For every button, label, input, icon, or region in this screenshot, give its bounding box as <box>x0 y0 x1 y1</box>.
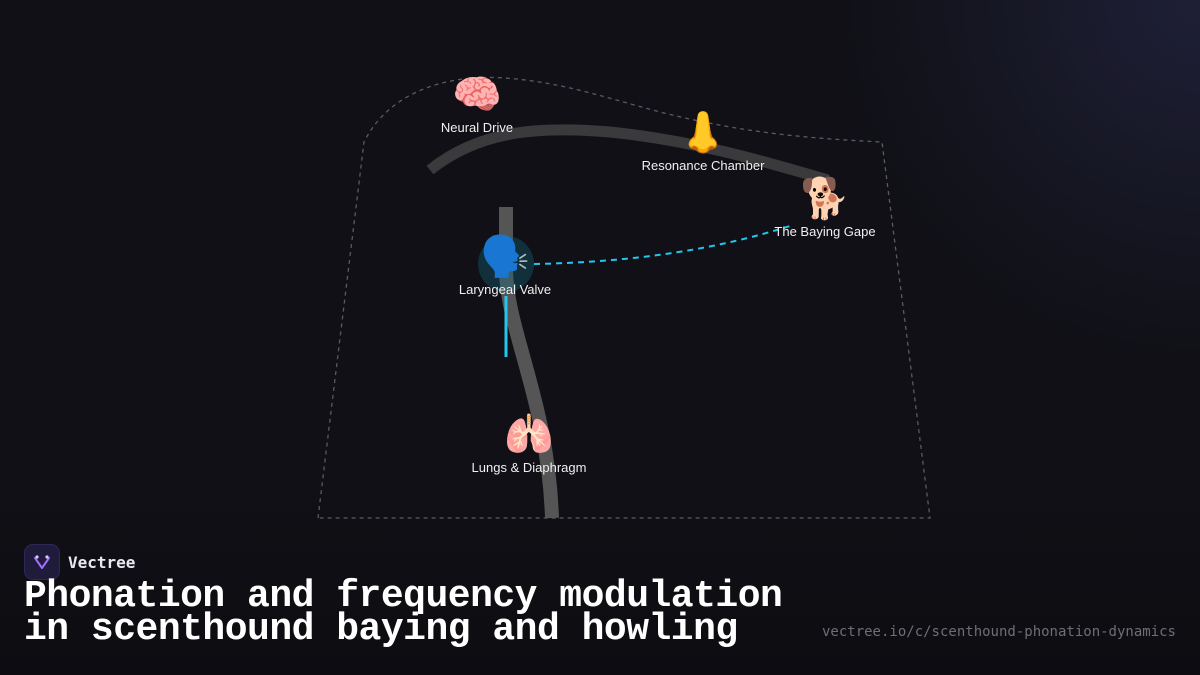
upper-tract-path <box>426 124 830 186</box>
vectree-logo-icon <box>24 544 60 580</box>
lungs-icon: 🫁 <box>504 413 554 457</box>
node-neural-drive[interactable]: 🧠 Neural Drive <box>441 72 513 135</box>
node-baying-gape[interactable]: 🐕 The Baying Gape <box>774 176 875 239</box>
trachea-path <box>499 207 559 519</box>
nose-icon: 👃 <box>678 111 728 155</box>
node-label: Lungs & Diaphragm <box>471 460 587 475</box>
head-outline <box>317 76 931 519</box>
node-laryngeal-valve[interactable]: 🗣️ Laryngeal Valve <box>459 234 551 297</box>
brand: Vectree <box>24 544 135 580</box>
brand-name: Vectree <box>68 552 136 572</box>
node-resonance-chamber[interactable]: 👃 Resonance Chamber <box>642 110 765 173</box>
node-label: Laryngeal Valve <box>458 282 552 297</box>
title-line-1: Phonation and frequency modulation <box>24 575 783 618</box>
brain-icon: 🧠 <box>452 73 502 117</box>
node-label: Resonance Chamber <box>641 158 765 173</box>
page-title: Phonation and frequency modulation in sc… <box>24 578 783 649</box>
title-line-2: in scenthound baying and howling <box>24 608 738 651</box>
dog-icon: 🐕 <box>800 177 850 221</box>
node-label: The Baying Gape <box>774 224 876 239</box>
source-url[interactable]: vectree.io/c/scenthound-phonation-dynami… <box>821 624 1176 640</box>
node-lungs-diaphragm[interactable]: 🫁 Lungs & Diaphragm <box>472 412 587 475</box>
node-label: Neural Drive <box>440 120 514 135</box>
larynx-highlight <box>478 236 534 292</box>
sound-projection-line <box>533 225 791 265</box>
speaking-head-icon: 🗣️ <box>480 235 530 279</box>
